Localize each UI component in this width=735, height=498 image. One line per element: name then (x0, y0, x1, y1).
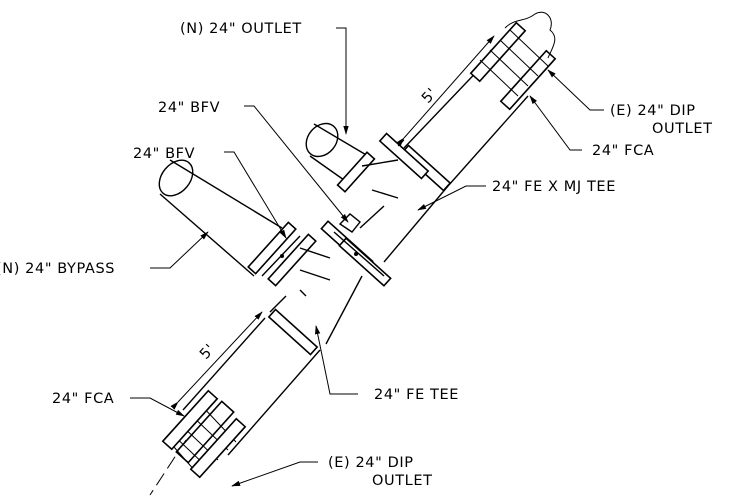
label-fca-bottom: 24" FCA (52, 391, 114, 407)
bfv-upper-valve (320, 213, 392, 287)
dimension-top (396, 35, 495, 147)
label-e-dip-top-1: (E) 24" DIP (610, 103, 696, 119)
label-e-dip-top-2: OUTLET (652, 121, 713, 137)
label-e-dip-bottom-2: OUTLET (372, 473, 433, 489)
label-fca-top: 24" FCA (592, 143, 654, 159)
fca-top (469, 11, 557, 111)
dim-bottom-label: 5' (197, 341, 219, 362)
label-fe-tee: 24" FE TEE (374, 387, 459, 403)
bypass-branch-pipe (158, 159, 331, 297)
label-bfv-left: 24" BFV (133, 146, 195, 162)
label-n-bypass: (N) 24" BYPASS (0, 261, 115, 277)
label-bfv-upper: 24" BFV (158, 100, 220, 116)
label-e-dip-bottom-1: (E) 24" DIP (328, 455, 414, 471)
leaders (130, 27, 604, 487)
dim-top-label: 5' (419, 85, 441, 106)
dimension-bottom (170, 311, 263, 410)
fca-bottom (161, 389, 247, 479)
outlet-branch-pipe (305, 122, 430, 199)
fe-tee-flange-lower (267, 308, 319, 356)
label-fe-mj-tee: 24" FE X MJ TEE (492, 179, 616, 195)
label-n-outlet: (N) 24" OUTLET (180, 21, 302, 37)
